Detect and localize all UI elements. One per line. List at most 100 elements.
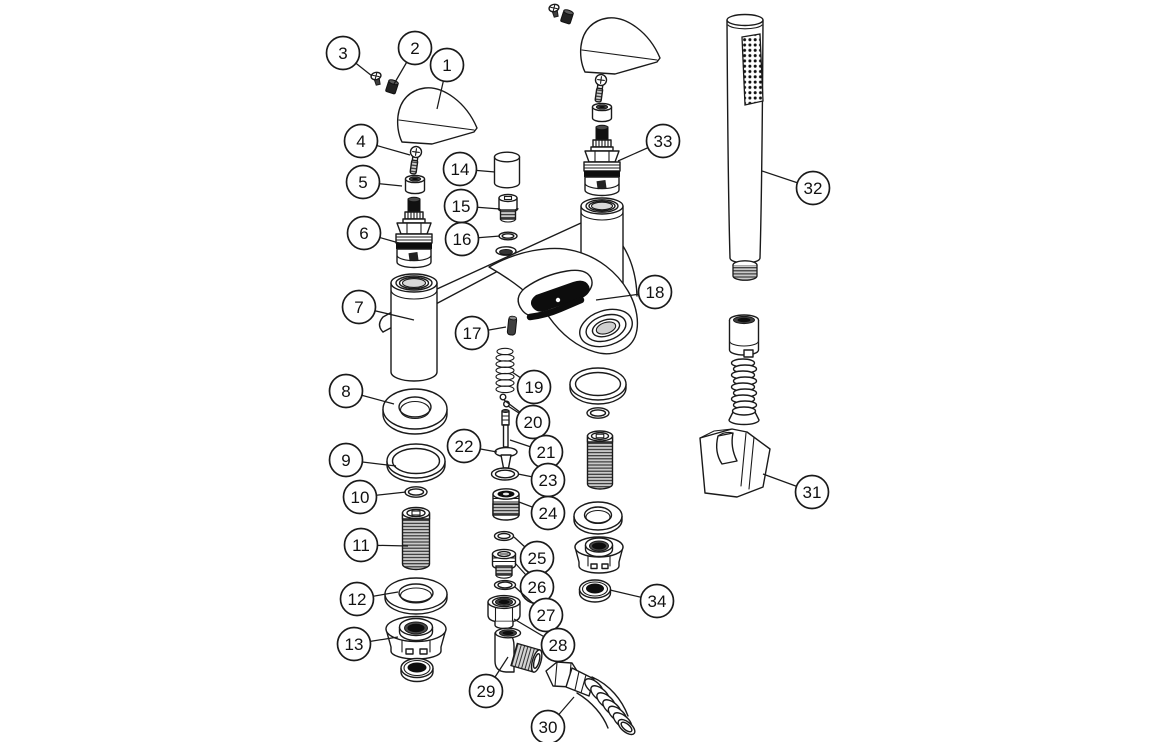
pillar-washer-flat-right [573, 501, 623, 535]
callout-number-23: 23 [539, 471, 558, 490]
diverter-pin [506, 315, 518, 336]
pillar-washer-flat-left [384, 577, 448, 615]
callout-circle-34 [639, 583, 675, 619]
callout-number-31: 31 [803, 483, 822, 502]
callout-number-19: 19 [525, 378, 544, 397]
left-pillar [390, 273, 438, 382]
callout-circle-31 [794, 474, 830, 510]
callout-number-1: 1 [442, 56, 451, 75]
callout-layer: 1234567891011121314151617181920212223242… [325, 30, 831, 742]
callout-12: 12 [339, 581, 399, 617]
shower-hose [728, 314, 760, 426]
callout-number-27: 27 [537, 606, 556, 625]
callout-number-21: 21 [537, 443, 556, 462]
callout-3: 3 [325, 35, 373, 77]
callout-circle-9 [328, 442, 364, 478]
handle-bush-right [591, 102, 613, 123]
callout-19: 19 [511, 369, 552, 405]
callout-16: 16 [444, 221, 501, 257]
callout-number-4: 4 [356, 132, 365, 151]
callout-circle-32 [795, 170, 831, 206]
callout-circle-4 [343, 123, 379, 159]
oring-25 [493, 530, 515, 542]
callout-29: 29 [468, 656, 509, 709]
backnut-left [385, 615, 447, 660]
callout-circle-3 [325, 35, 361, 71]
callout-8: 8 [328, 373, 395, 409]
handle-bush-left [404, 174, 426, 195]
callout-27: 27 [514, 586, 564, 633]
callout-number-9: 9 [341, 451, 350, 470]
callout-circle-11 [343, 527, 379, 563]
diverter-lever [526, 280, 590, 321]
adapter-oring [498, 231, 518, 241]
callout-number-26: 26 [528, 578, 547, 597]
callout-21: 21 [509, 434, 564, 470]
shower-handset [726, 13, 764, 281]
callout-number-22: 22 [455, 437, 474, 456]
wall-bracket [699, 428, 771, 498]
threaded-tube-right [586, 430, 614, 490]
callout-31: 31 [762, 473, 830, 510]
callout-30: 30 [530, 696, 575, 742]
callout-33: 33 [617, 123, 681, 162]
callout-14: 14 [442, 151, 496, 187]
diverter-cartridge [492, 488, 520, 521]
callout-circle-1 [429, 47, 465, 83]
callout-number-28: 28 [549, 636, 568, 655]
diverter-spring [495, 347, 515, 394]
callout-number-20: 20 [524, 413, 543, 432]
callout-number-16: 16 [453, 230, 472, 249]
seal-oring-black-right [578, 579, 612, 603]
callout-circle-17 [454, 315, 490, 351]
callout-number-30: 30 [539, 718, 558, 737]
callout-10: 10 [342, 479, 407, 515]
callout-number-29: 29 [477, 682, 496, 701]
callout-9: 9 [328, 442, 397, 478]
callout-circle-29 [468, 673, 504, 709]
callout-circle-5 [345, 164, 381, 200]
hex-nut [487, 594, 521, 630]
oring-27 [493, 579, 517, 591]
callout-22: 22 [446, 428, 498, 464]
callout-number-25: 25 [528, 549, 547, 568]
pillar-gasket-right [569, 367, 627, 405]
threaded-tube-left [401, 506, 431, 571]
deck-hole [495, 246, 517, 256]
callout-34: 34 [609, 583, 675, 619]
callout-circle-12 [339, 581, 375, 617]
hose-tail [545, 661, 636, 736]
callout-circle-10 [342, 479, 378, 515]
pillar-washer-thick-left [382, 388, 448, 435]
callout-18: 18 [595, 274, 673, 310]
callout-number-3: 3 [338, 44, 347, 63]
callout-circle-14 [442, 151, 478, 187]
callout-circle-30 [530, 709, 566, 742]
callout-number-18: 18 [646, 283, 665, 302]
outlet-elbow [494, 627, 543, 673]
spout-sleeve [493, 151, 521, 189]
callout-number-34: 34 [648, 592, 667, 611]
callout-25: 25 [513, 536, 555, 576]
callout-number-17: 17 [463, 324, 482, 343]
seal-oring-black-left [400, 657, 434, 683]
callout-circle-22 [446, 428, 482, 464]
callout-circle-28 [540, 627, 576, 663]
callout-circle-16 [444, 221, 480, 257]
callout-number-33: 33 [654, 132, 673, 151]
callout-number-15: 15 [452, 197, 471, 216]
diverter-adapter [497, 193, 519, 223]
callout-number-10: 10 [351, 488, 370, 507]
tap-body [378, 197, 639, 382]
pillar-oring-left [404, 486, 428, 498]
diverter-oring-large [490, 467, 520, 481]
callout-circle-2 [397, 30, 433, 66]
callout-number-7: 7 [354, 298, 363, 317]
callout-17: 17 [454, 315, 507, 351]
callout-13: 13 [336, 626, 399, 662]
callout-32: 32 [761, 170, 831, 206]
callout-number-6: 6 [359, 224, 368, 243]
callout-6: 6 [346, 215, 400, 251]
callout-11: 11 [343, 527, 409, 563]
callout-number-24: 24 [539, 504, 558, 523]
